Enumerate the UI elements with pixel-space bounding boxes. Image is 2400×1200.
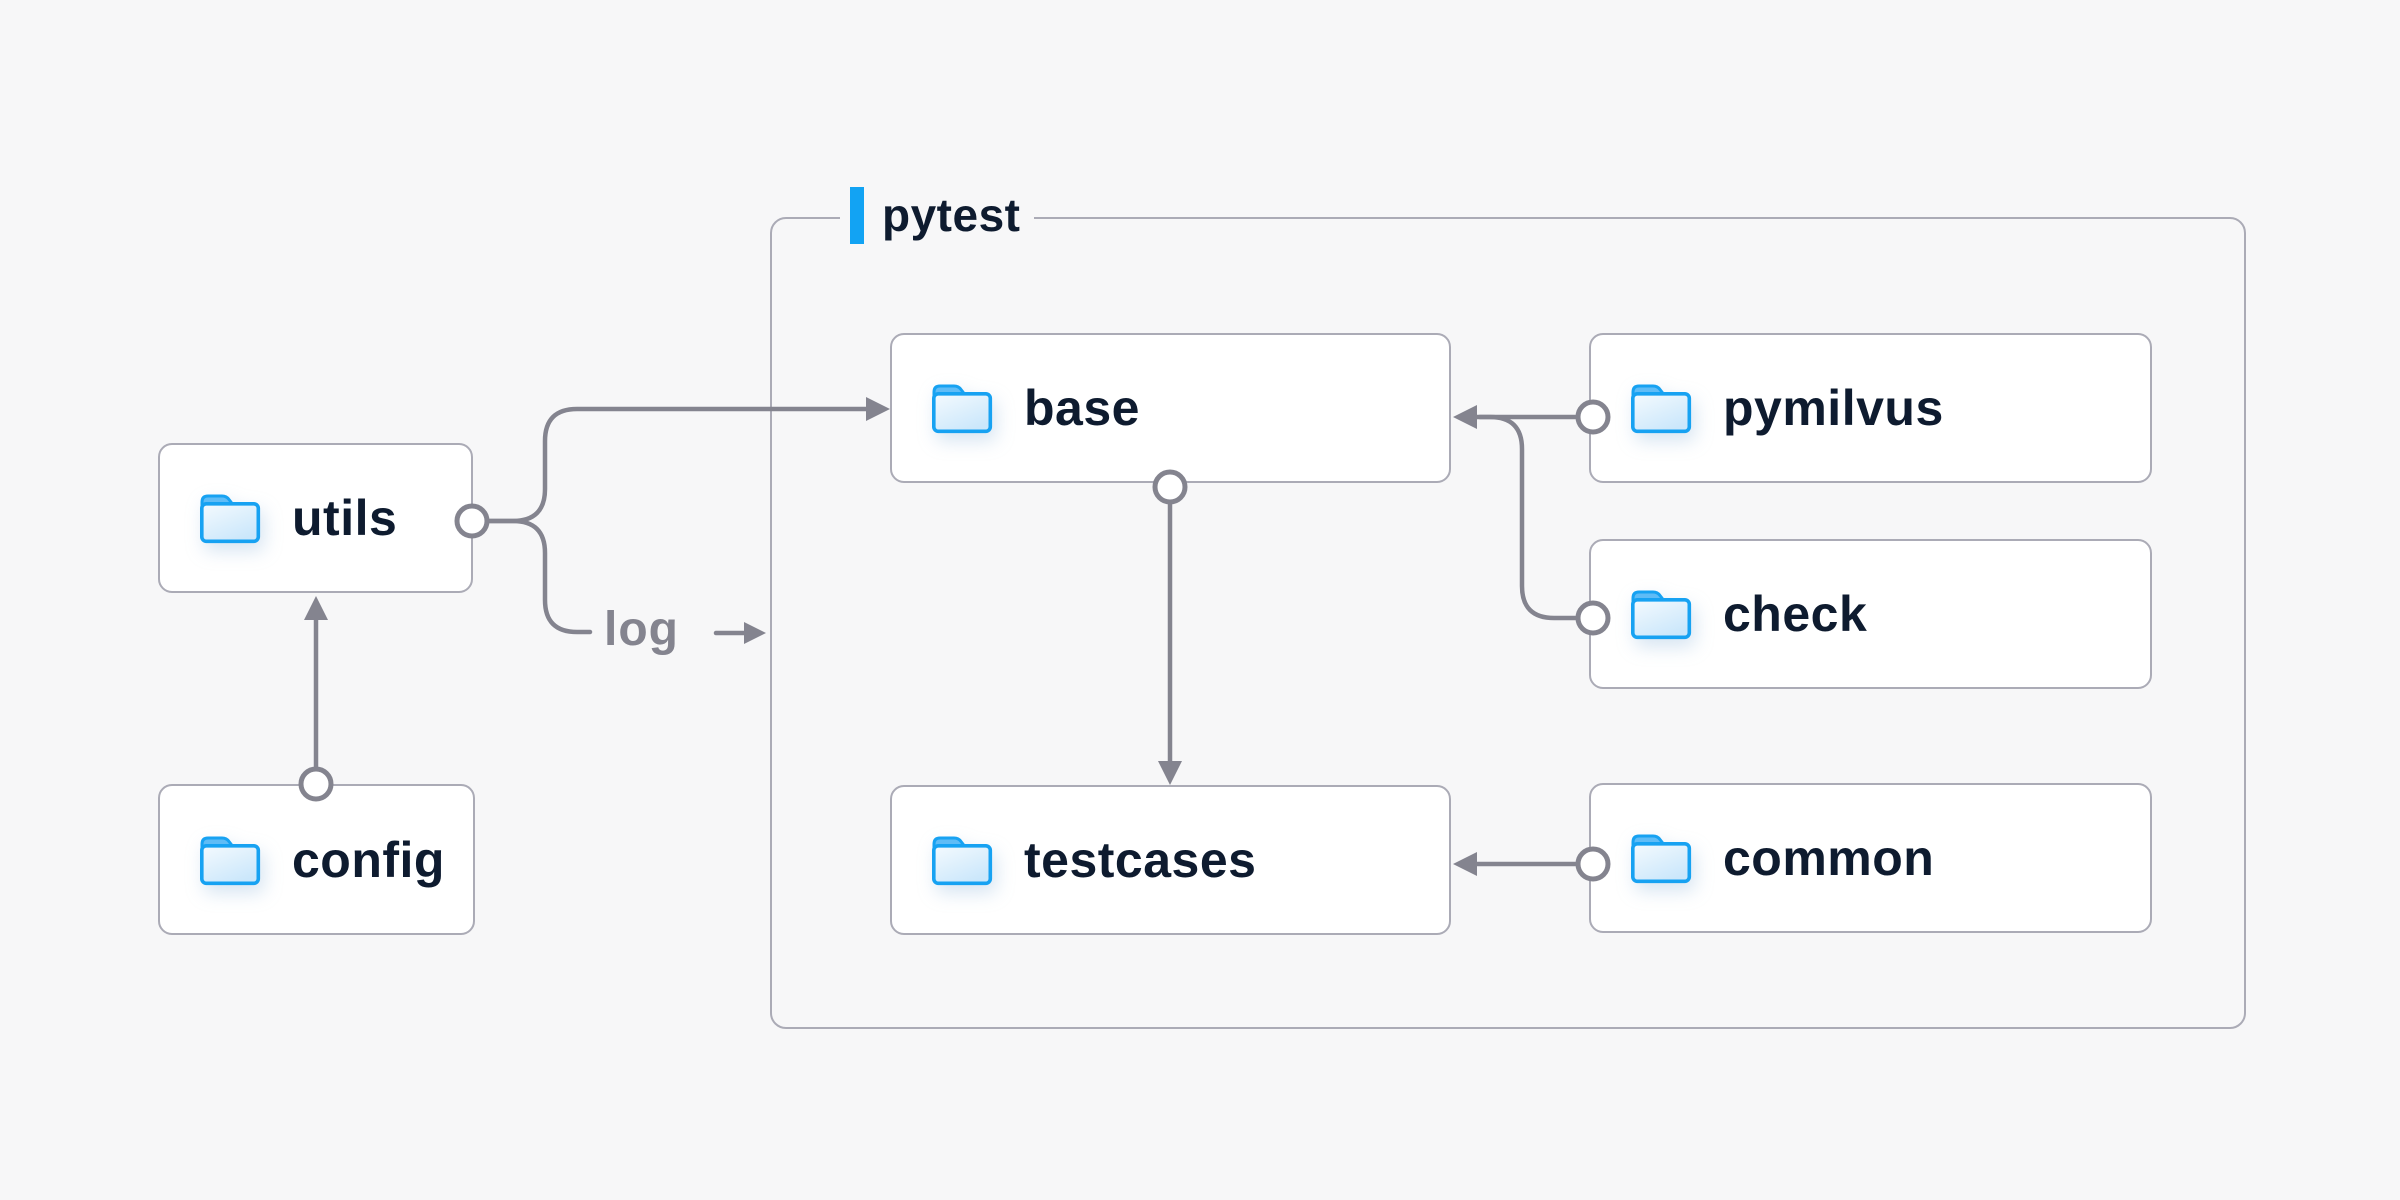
node-config: config bbox=[158, 784, 475, 935]
node-label: utils bbox=[292, 490, 398, 546]
title-accent-bar bbox=[850, 186, 864, 244]
folder-icon bbox=[1627, 586, 1695, 642]
node-label: testcases bbox=[1024, 832, 1257, 888]
pytest-group-title: pytest bbox=[840, 185, 1035, 245]
folder-icon bbox=[196, 832, 264, 888]
node-testcases: testcases bbox=[890, 785, 1451, 935]
edge-config-to-utils bbox=[304, 596, 328, 772]
edge-label-log: log bbox=[604, 603, 679, 656]
node-label: check bbox=[1723, 586, 1868, 642]
folder-icon bbox=[196, 490, 264, 546]
node-utils: utils bbox=[158, 443, 473, 593]
folder-icon bbox=[1627, 380, 1695, 436]
group-title-label: pytest bbox=[882, 189, 1021, 241]
node-pymilvus: pymilvus bbox=[1589, 333, 2152, 483]
folder-icon bbox=[928, 380, 996, 436]
node-label: pymilvus bbox=[1723, 380, 1944, 436]
node-base: base bbox=[890, 333, 1451, 483]
folder-icon bbox=[1627, 830, 1695, 886]
arrowhead-right-icon bbox=[744, 622, 766, 644]
node-label: config bbox=[292, 831, 445, 888]
pytest-group-box bbox=[770, 217, 2246, 1029]
arrowhead-up-icon bbox=[304, 596, 328, 620]
node-label: base bbox=[1024, 380, 1140, 436]
folder-icon bbox=[928, 832, 996, 888]
node-common: common bbox=[1589, 783, 2152, 933]
node-label: common bbox=[1723, 830, 1935, 886]
node-check: check bbox=[1589, 539, 2152, 689]
